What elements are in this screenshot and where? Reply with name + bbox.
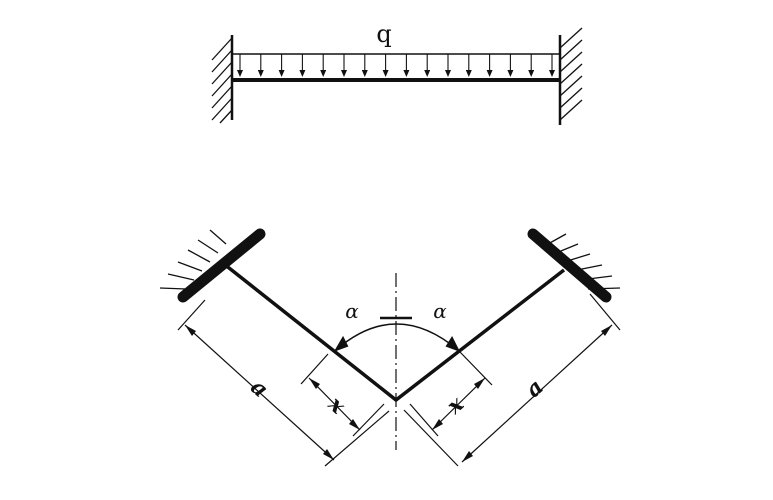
top-figure-beam-with-distributed-load: q — [211, 20, 583, 125]
v-bar — [222, 262, 566, 403]
left-clamp — [177, 228, 266, 303]
load-arrow-head — [424, 70, 431, 77]
load-arrow-head — [341, 70, 347, 77]
load-arrow-head — [486, 70, 493, 77]
load-arrow-head — [528, 70, 535, 77]
load-arrow-head — [507, 70, 514, 77]
load-arrow-head — [278, 70, 285, 77]
load-arrow-head — [403, 70, 410, 77]
load-arrow-head — [549, 70, 555, 77]
load-arrow-head — [237, 70, 243, 77]
left-fixed-wall — [211, 35, 234, 124]
right-dimension-arrows — [432, 325, 612, 462]
load-arrow-head — [320, 70, 327, 77]
load-arrow-head — [361, 70, 368, 77]
load-arrow-head — [257, 70, 264, 77]
load-arrow-head — [465, 70, 472, 77]
load-arrows — [237, 54, 555, 77]
dim-label-a-left: a — [245, 374, 273, 403]
load-arrow-head — [445, 70, 451, 77]
left-dimension-arrows — [185, 325, 360, 460]
right-clamp — [527, 228, 612, 303]
angle-arc — [335, 323, 459, 351]
left-dimensions — [177, 299, 390, 467]
angle-label-right: α — [433, 299, 447, 323]
load-arrow-head — [382, 70, 389, 77]
right-fixed-wall — [558, 27, 583, 125]
load-label-q: q — [376, 20, 391, 48]
load-arrow-head — [299, 70, 306, 77]
left-clamp-hatching — [159, 229, 227, 290]
angle-label-left: α — [345, 299, 359, 323]
angle-arc-markers — [333, 316, 461, 352]
dim-label-x-right: x — [441, 391, 470, 420]
bottom-figure-v-frame: α α a x — [159, 228, 621, 467]
dim-label-a-right: a — [521, 374, 549, 403]
dim-label-x-left: x — [322, 391, 351, 420]
